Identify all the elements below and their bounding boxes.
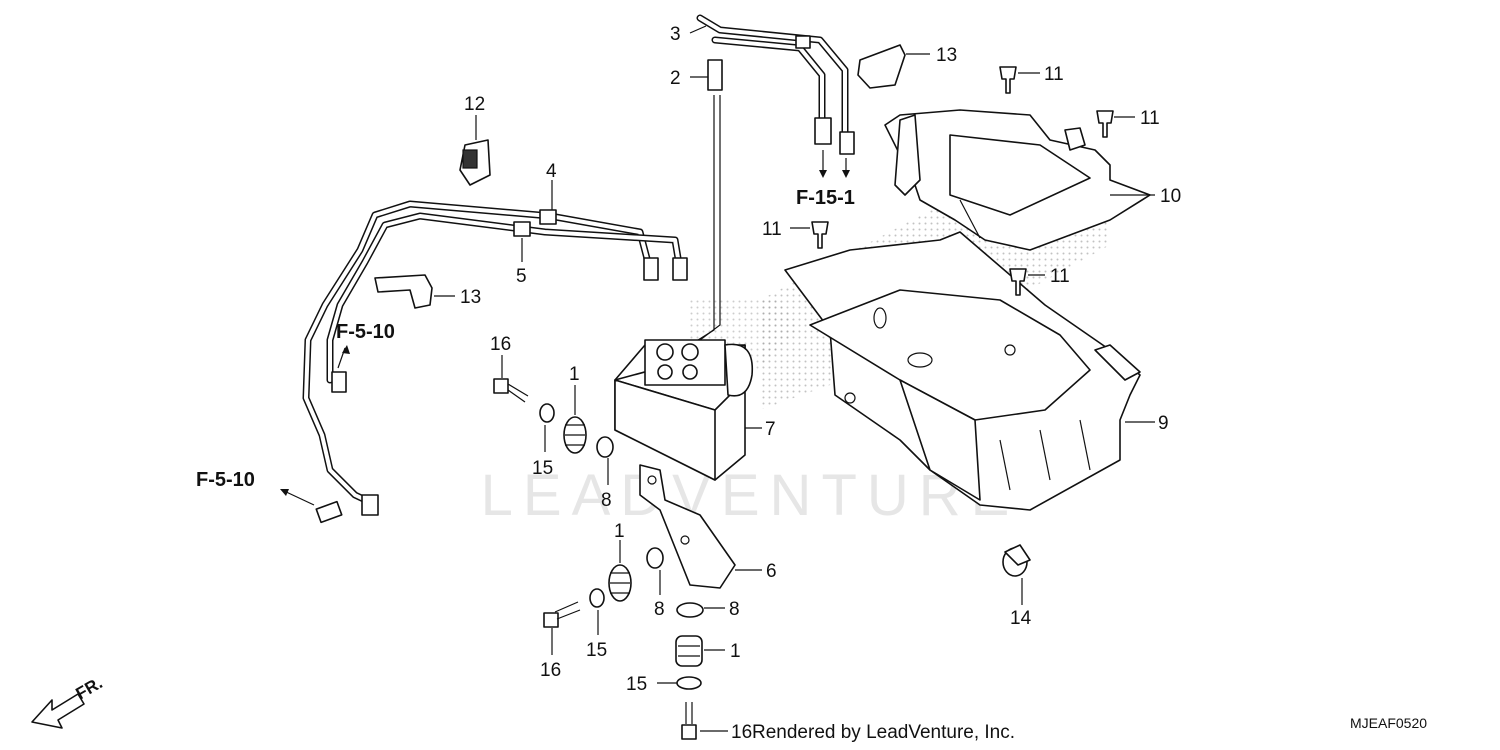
callout-13-top: 13 (936, 45, 957, 66)
callout-6: 6 (766, 561, 777, 582)
callout-4: 4 (546, 161, 557, 182)
callout-9: 9 (1158, 413, 1169, 434)
diagram-code: MJEAF0520 (1350, 715, 1427, 731)
callout-11-b: 11 (1140, 108, 1160, 129)
callout-16-a: 16 (490, 334, 511, 355)
collar-8 (596, 436, 704, 618)
ref-f-5-10-upper[interactable]: F-5-10 (336, 321, 395, 343)
clip-13-left (374, 274, 433, 309)
callout-15-c: 15 (626, 674, 647, 695)
callout-11-c: 11 (762, 219, 782, 240)
grommet-1-b (608, 564, 632, 602)
bracket-6 (639, 464, 736, 589)
callout-1-b: 1 (614, 521, 625, 542)
front-arrow: FR. (31, 673, 106, 729)
ref-f-5-10-lower[interactable]: F-5-10 (196, 469, 255, 491)
callout-1-c: 1 (730, 641, 741, 662)
battery-cover-10 (884, 109, 1151, 251)
bolt-16 (493, 378, 697, 740)
footer-credit: Rendered by LeadVenture, Inc. (752, 722, 1015, 743)
battery-box-9 (784, 231, 1141, 511)
callout-11-a: 11 (1044, 64, 1064, 85)
grommet-1-a (563, 416, 587, 454)
reference-labels: F-15-1 F-5-10 F-5-10 (196, 187, 855, 491)
callout-2: 2 (670, 68, 681, 89)
abs-modulator-7 (614, 339, 754, 481)
callout-5: 5 (516, 266, 527, 287)
callout-15-b: 15 (586, 640, 607, 661)
washer-15 (539, 403, 702, 690)
callout-11-d: 11 (1050, 266, 1070, 287)
brake-pipe-4-5 (302, 200, 688, 524)
callout-14: 14 (1010, 608, 1032, 629)
clip-13-top (857, 44, 906, 89)
callout-8-a: 8 (601, 490, 612, 511)
band-14 (1002, 544, 1031, 577)
clip-11 (811, 66, 1114, 296)
watermark: LEADVENTURE (481, 463, 1020, 528)
callout-15-a: 15 (532, 458, 553, 479)
callout-16-b: 16 (540, 660, 561, 681)
callout-12: 12 (464, 94, 485, 115)
callout-8-b: 8 (654, 599, 665, 620)
callout-7: 7 (765, 419, 776, 440)
callout-numbers: 3 2 13 11 11 10 11 11 9 12 4 5 13 16 1 1… (460, 24, 1181, 695)
callout-13-left: 13 (460, 287, 481, 308)
callout-8-c: 8 (729, 599, 740, 620)
callout-1-a: 1 (569, 364, 580, 385)
clip-12 (459, 139, 491, 186)
callout-3: 3 (670, 24, 681, 45)
ref-f-15-1[interactable]: F-15-1 (796, 187, 855, 209)
callout-10: 10 (1160, 186, 1181, 207)
callout-16-c: 16 (731, 722, 752, 743)
grommet-1-c (675, 635, 703, 667)
arrowheads (280, 170, 850, 496)
